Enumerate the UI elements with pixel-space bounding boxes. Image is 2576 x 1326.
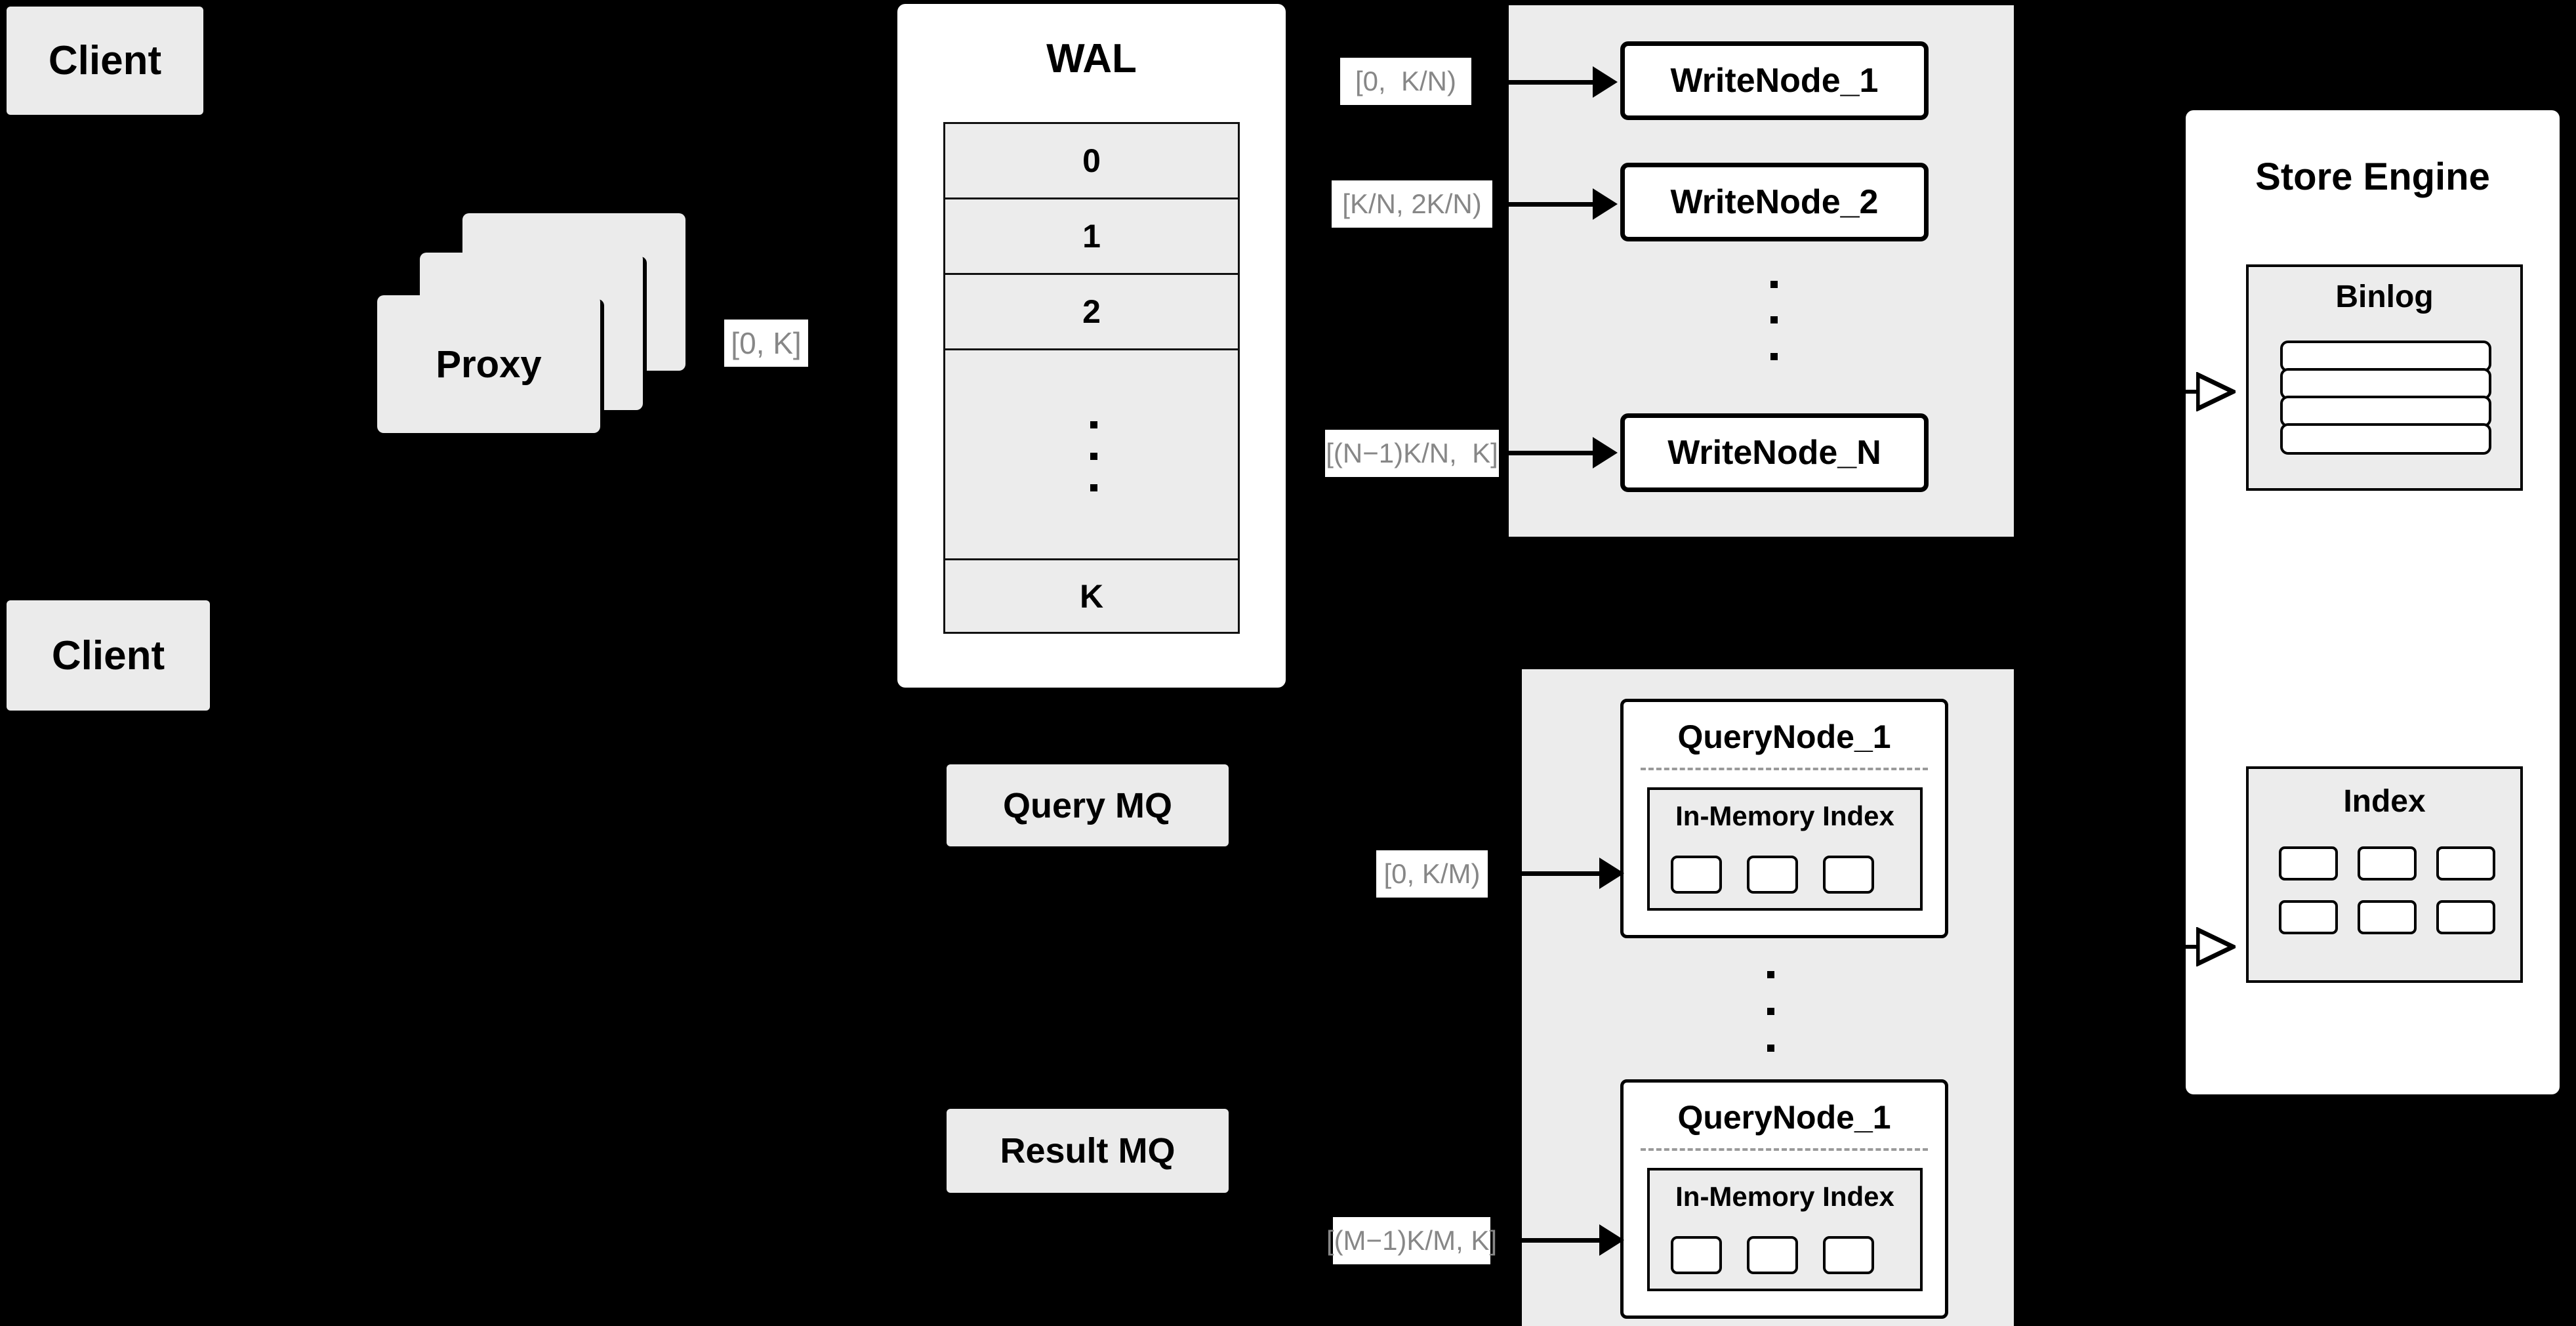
store-index-chip-1 — [2279, 846, 2338, 881]
edge-label-proxy-to-wal: [0, K] — [724, 320, 808, 367]
store-index-chip-5 — [2358, 900, 2417, 934]
wal-entry-1[interactable]: 1 — [945, 199, 1238, 275]
query-node-2-title: QueryNode_1 — [1677, 1099, 1891, 1136]
arrow-line-write-n — [1501, 451, 1593, 455]
arrow-line-query-1 — [1502, 871, 1599, 876]
query-pool-dot-3 — [1767, 1045, 1774, 1052]
binlog-title: Binlog — [2335, 280, 2434, 314]
write-node-n[interactable]: WriteNode_N — [1620, 413, 1929, 492]
wal-title: WAL — [1046, 36, 1137, 81]
in-memory-index-2-title: In-Memory Index — [1675, 1181, 1894, 1212]
in-memory-index-1: In-Memory Index — [1647, 787, 1923, 911]
arrow-line-index — [2165, 945, 2199, 949]
arrow-head-write-1 — [1593, 66, 1618, 98]
query-mq-label: Query MQ — [1002, 785, 1173, 825]
wal-dot-1 — [1090, 421, 1097, 428]
query-node-1[interactable]: QueryNode_1 In-Memory Index — [1620, 699, 1948, 938]
binlog-panel: Binlog — [2246, 264, 2523, 491]
arrow-head-write-n — [1593, 437, 1618, 468]
proxy-stack[interactable]: Proxy — [377, 213, 718, 436]
arrow-head-query-1 — [1599, 858, 1624, 889]
binlog-row-4 — [2280, 423, 2491, 455]
arrow-head-write-2 — [1593, 188, 1618, 220]
write-node-pool: WriteNode_1 WriteNode_2 WriteNode_N — [1509, 5, 2014, 537]
client-label-2: Client — [51, 632, 165, 678]
query-pool-dot-1 — [1767, 971, 1774, 978]
binlog-row-2 — [2280, 368, 2491, 400]
store-engine-title: Store Engine — [2255, 155, 2490, 198]
binlog-row-3 — [2280, 396, 2491, 427]
index-chip-1-2 — [1747, 856, 1798, 894]
store-index-chip-2 — [2358, 846, 2417, 881]
client-node-1[interactable]: Client — [7, 7, 203, 115]
arrow-line-write-1 — [1488, 80, 1593, 85]
edge-label-wal-to-write-1: [0, K/N) — [1340, 58, 1471, 105]
write-pool-dot-2 — [1770, 316, 1778, 323]
write-node-1-label: WriteNode_1 — [1670, 62, 1879, 100]
write-node-1[interactable]: WriteNode_1 — [1620, 41, 1929, 120]
arrow-line-binlog — [2165, 390, 2199, 394]
proxy-label: Proxy — [436, 342, 542, 386]
arrow-head-query-m — [1599, 1224, 1624, 1256]
arrow-line-query-m — [1502, 1238, 1599, 1243]
write-node-n-label: WriteNode_N — [1667, 434, 1881, 472]
result-mq-label: Result MQ — [1000, 1131, 1176, 1171]
edge-label-wal-to-write-n: [(N−1)K/N, K] — [1325, 430, 1499, 477]
write-node-2-label: WriteNode_2 — [1670, 183, 1879, 221]
query-node-2-divider — [1641, 1148, 1928, 1151]
wal-dot-3 — [1090, 484, 1097, 491]
arrow-line-write-2 — [1496, 202, 1593, 207]
query-node-1-title: QueryNode_1 — [1677, 718, 1891, 755]
edge-label-mq-to-query-1: [0, K/M) — [1376, 850, 1488, 898]
binlog-row-1 — [2280, 341, 2491, 372]
proxy-card-front — [377, 295, 600, 433]
edge-label-mq-to-query-m: [(M−1)K/M, K] — [1326, 1217, 1497, 1264]
write-pool-dot-1 — [1770, 281, 1778, 288]
wal-entry-table: 0 1 2 K — [943, 122, 1240, 634]
store-index-chip-3 — [2436, 846, 2495, 881]
query-pool-dot-2 — [1767, 1008, 1774, 1015]
edge-label-wal-to-write-2: [K/N, 2K/N) — [1332, 180, 1492, 228]
index-panel: Index — [2246, 766, 2523, 983]
client-node-2[interactable]: Client — [7, 600, 210, 711]
index-panel-title: Index — [2343, 784, 2426, 819]
query-mq-node[interactable]: Query MQ — [947, 764, 1229, 846]
wal-entry-k[interactable]: K — [1079, 577, 1104, 615]
index-chip-1-3 — [1823, 856, 1874, 894]
result-mq-node[interactable]: Result MQ — [947, 1109, 1229, 1193]
index-chip-1-1 — [1671, 856, 1722, 894]
in-memory-index-2: In-Memory Index — [1647, 1168, 1923, 1291]
wal-entry-ellipsis — [945, 350, 1238, 560]
write-node-2[interactable]: WriteNode_2 — [1620, 163, 1929, 241]
arrow-head-index — [2196, 927, 2236, 966]
write-pool-dot-3 — [1770, 353, 1778, 360]
query-node-2[interactable]: QueryNode_1 In-Memory Index — [1620, 1079, 1948, 1319]
store-index-chip-6 — [2436, 900, 2495, 934]
client-label-1: Client — [48, 38, 162, 83]
query-node-1-divider — [1641, 768, 1928, 770]
wal-entry-0[interactable]: 0 — [945, 124, 1238, 199]
wal-container: WAL 0 1 2 K — [897, 4, 1286, 688]
index-chip-2-1 — [1671, 1236, 1722, 1274]
index-chip-2-2 — [1747, 1236, 1798, 1274]
query-node-pool: QueryNode_1 In-Memory Index QueryNode_1 — [1522, 669, 2014, 1326]
index-chip-2-3 — [1823, 1236, 1874, 1274]
in-memory-index-1-title: In-Memory Index — [1675, 800, 1894, 831]
store-index-chip-4 — [2279, 900, 2338, 934]
store-engine-container: Store Engine Binlog Index — [2186, 110, 2560, 1094]
arrow-head-binlog — [2196, 372, 2236, 411]
wal-dot-2 — [1090, 453, 1097, 460]
wal-entry-2[interactable]: 2 — [945, 275, 1238, 350]
